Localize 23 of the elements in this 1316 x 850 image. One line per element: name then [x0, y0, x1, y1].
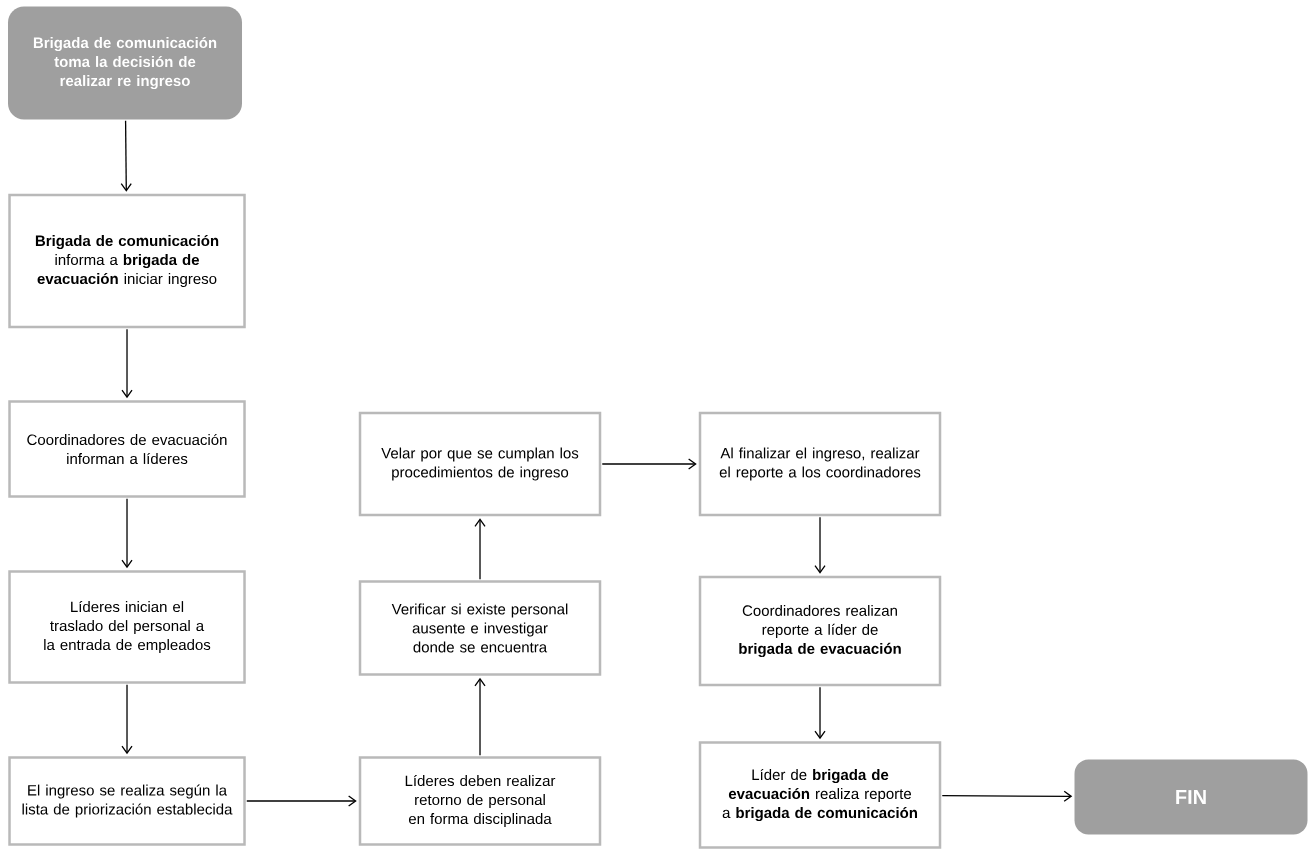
arrow: [121, 498, 133, 569]
process-box: El ingreso se realiza según la lista de priorización establecida: [8, 756, 246, 846]
process-box: Al finalizar el ingreso, realizar el reporte a los coordinadores: [698, 411, 942, 517]
arrow: [474, 677, 486, 756]
process-box: Líderes deben realizar retorno de personal en forma disciplinada: [358, 756, 602, 846]
terminal-box: FIN: [1074, 759, 1308, 835]
arrow: [814, 686, 826, 740]
arrow: [941, 790, 1073, 802]
terminal-box: Brigada de comunicación toma la decisión de realizar re ingreso: [8, 6, 242, 120]
process-box: Líderes inician el traslado del personal a la entrada de empleados: [8, 570, 246, 684]
process-box: Velar por que se cumplan los procedimientos de ingreso: [358, 411, 602, 517]
arrow: [814, 516, 826, 574]
arrow: [121, 684, 133, 755]
arrow: [120, 120, 132, 192]
process-box: Verificar si existe personal ausente e investigar donde se encuentra: [358, 580, 602, 676]
process-box: Líder de brigada de evacuación realiza reporte a brigada de comunicación: [698, 741, 942, 849]
arrow: [121, 328, 133, 399]
arrow: [246, 795, 357, 807]
process-box: Brigada de comunicación informa a brigada de evacuación iniciar ingreso: [8, 193, 246, 329]
process-box: Coordinadores realizan reporte a líder de brigada de evacuación: [698, 575, 942, 687]
process-box: Coordinadores de evacuación informan a líderes: [8, 400, 246, 498]
arrow: [601, 458, 697, 470]
arrow: [474, 518, 486, 580]
